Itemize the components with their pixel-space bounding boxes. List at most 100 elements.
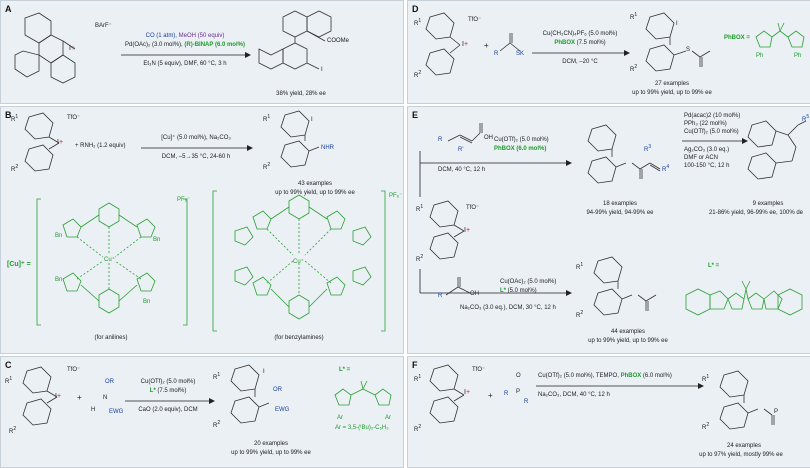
lactone-examples: 9 examples [752,201,784,207]
lstar-label-e: L* = [708,263,720,269]
reaction-arrow-d [532,50,630,56]
cyclic-iodonium-b [24,112,60,172]
cu-center-left: Cu⁺ [104,257,115,263]
ester-examples: 18 examples [602,201,638,207]
ester-yield: 94-99% yield, 94-99% ee [586,210,654,216]
r2-f: R2 [414,424,422,433]
bn-label-4: Bn [143,299,151,305]
r1-b: R1 [11,114,19,123]
acid-oh-e: OH [484,135,493,141]
p-r1: R [504,391,509,397]
counterion-f: TfO⁻ [472,367,486,373]
cyclic-iodonium-helicene [14,12,76,84]
cat-c-line2: L* (7.5 mol%) [149,388,187,394]
product-r2-f: R2 [702,422,710,431]
product-binaphthyl-ester [258,10,332,70]
panel-label-d: D [412,4,419,14]
lstar-label-c: L* = [339,367,351,373]
ester2-r1: R1 [576,262,584,271]
acid-rp-e: R' [458,147,464,153]
cu-label: [Cu]⁺ = [7,261,31,268]
cat3-line1: Cu(OAc)₂ (5.0 mol%) [500,279,557,285]
lactone-r5: R5 [802,114,810,123]
panel-label-a: A [5,4,12,14]
reagent-n-c: N [103,395,108,401]
r1-product-c: R1 [213,372,221,381]
p-r2: R [524,399,529,405]
cat-d-line2: PhBOX (7.5 mol%) [554,40,606,46]
panel-c: C R1 R2 I+ TfO⁻ + OR N H EWG Cu(OTf)₂ (5… [0,356,404,468]
iodonium-d: I+ [462,41,469,48]
thioacid-salt [499,33,521,52]
ar1-c: Ar [337,415,343,421]
r2-product-d: R2 [630,64,638,73]
panel-b: B R1 R2 I+ TfO⁻ + RNH₂ (1.2 equiv) [Cu]⁺… [0,106,404,354]
r2-e: R2 [416,254,424,263]
reagent-or-c: OR [105,379,114,385]
counterion-d: TfO⁻ [468,17,482,23]
iodonium-f: I+ [464,389,471,396]
product-ewg-c: EWG [275,407,290,413]
examples-d: 27 examples [654,81,690,87]
panel-e: E R R' OH R1 R2 I+ TfO⁻ Cu(OTf)₂ (5.0 mo… [407,106,810,354]
ph2-label: Ph [794,53,802,59]
pf6-right: PF₆⁻ [389,193,403,199]
counterion-e: TfO⁻ [466,205,480,211]
caption-benzylamines: (for benzylamines) [274,335,324,341]
lstar-ligand-c [334,380,392,406]
product-p-f: P [774,409,779,415]
r2-product-b: R2 [263,162,271,171]
yield-d: up to 99% yield, up to 99% ee [632,90,712,96]
cat2-line-2: Cu(OTf)₂ (5.0 mol%) [684,129,739,135]
conditions-d: DCM, –20 °C [562,59,598,65]
phosphine-oxide-o: O [516,373,521,379]
counterion-a: BArF⁻ [95,23,112,29]
panel-label-b: B [5,110,12,120]
product-group-b: NHR [321,145,334,151]
cat2-line-3: Ag₂CO₃ (3.0 eq.) [684,147,730,153]
ester-r3: R3 [644,144,652,153]
reaction-arrow-f [536,383,704,389]
ester-r4: R4 [662,164,670,173]
panel-f: F R1 R2 I+ TfO⁻ + O R P R Cu(OTf)₂ (5.0 … [407,356,810,468]
examples-f: 24 examples [726,443,762,449]
lactone-product-e [747,120,807,180]
conditions-f-line2: Na₂CO₃, DCM, 40 °C, 12 h [538,392,610,398]
plus-c: + [77,393,82,402]
product-i-d: I [676,21,678,27]
counterion-b: TfO⁻ [67,115,81,121]
conditions-f-line1: Cu(OTf)₂ (5.0 mol%), TEMPO, PhBOX (6.0 m… [538,373,672,379]
cond3-e: Na₂CO₃ (3.0 eq.), DCM, 30 °C, 12 h [460,305,556,311]
plus-f: + [488,391,493,400]
bn-label-1: Bn [55,233,63,239]
ester2-product-e [593,256,657,316]
panel-label-e: E [412,110,419,120]
examples-b: 43 examples [297,181,333,187]
reagents-a-line2: Pd(OAc)₂ (3.0 mol%), (R)-BINAP (6.0 mol%… [125,42,245,48]
iodonium-e: I+ [464,227,471,234]
product-thioester [645,12,711,72]
cat-c-line1: Cu(OTf)₂ (5.0 mol%) [140,379,196,385]
r2-d: R2 [414,70,422,79]
reagent-ewg-c: EWG [109,409,124,415]
r2-product-c: R2 [213,420,221,429]
phbox-label: PhBOX = [724,35,750,41]
reaction-arrow-c [125,398,215,404]
product-phosphinate-f [719,370,775,430]
reagents-a-line1: CO (1 atm), MeOH (50 equiv) [145,33,225,39]
yield-b: up to 99% yield, up to 99% ee [275,190,355,196]
cat1-e-line1: Cu(OTf)₂ (5.0 mol%) [494,137,549,143]
ester2-r2: R2 [576,310,584,319]
caption-anilines: (for anilines) [94,335,128,341]
phbox-ligand [755,22,805,48]
cu-center-right: Cu⁺ [293,259,304,265]
cyclic-iodonium-e [429,200,465,260]
iodonium-c: I+ [55,393,62,400]
acid-r-e: R [438,137,443,143]
bn-label-3: Bn [55,277,63,283]
ester2-yield: up to 99% yield, up to 99% ee [588,338,668,344]
ar2-c: Ar [385,415,391,421]
cyclic-iodonium-f [429,364,465,424]
amine-b: + RNH₂ (1.2 equiv) [75,143,126,149]
cond1-e: DCM, 40 °C, 12 h [438,167,486,173]
